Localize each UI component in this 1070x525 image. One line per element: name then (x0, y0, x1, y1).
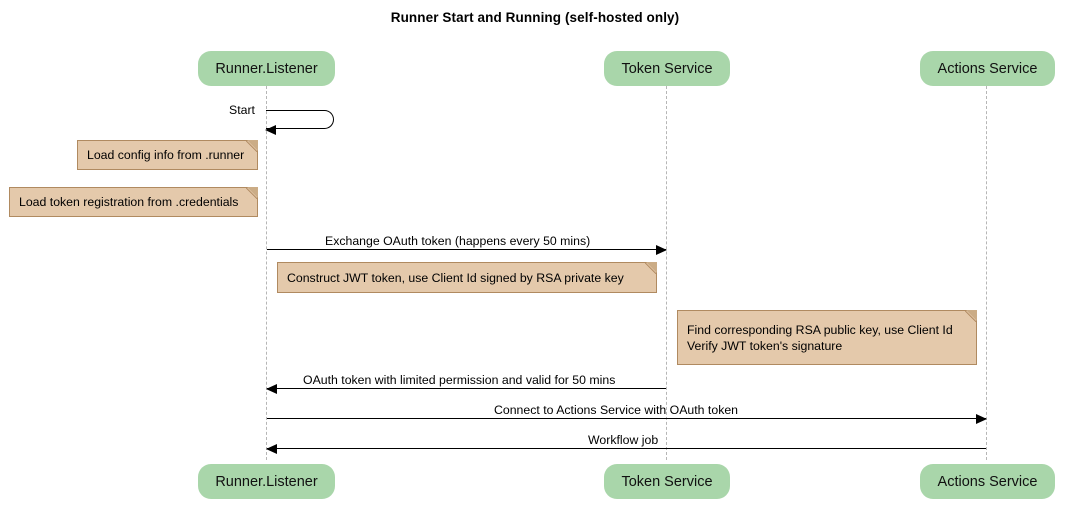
message-connect-actions (267, 414, 987, 424)
participant-label: Runner.Listener (215, 60, 318, 77)
message-label-workflow-job: Workflow job (588, 433, 659, 447)
note-load-config: Load config info from .runner (77, 140, 258, 170)
participant-actions-top[interactable]: Actions Service (920, 51, 1055, 86)
arrowhead-icon (266, 384, 277, 394)
lifeline-token (666, 86, 667, 460)
message-workflow-job (266, 444, 986, 454)
arrowhead-icon (656, 245, 667, 255)
participant-actions-bottom[interactable]: Actions Service (920, 464, 1055, 499)
participant-label: Token Service (621, 473, 713, 490)
arrowhead-icon (266, 444, 277, 454)
note-text: Construct JWT token, use Client Id signe… (287, 270, 624, 285)
participant-token-bottom[interactable]: Token Service (604, 464, 730, 499)
participant-token-top[interactable]: Token Service (604, 51, 730, 86)
participant-runner-bottom[interactable]: Runner.Listener (198, 464, 335, 499)
diagram-title: Runner Start and Running (self-hosted on… (390, 10, 680, 25)
participant-label: Runner.Listener (215, 473, 318, 490)
message-label-oauth-token-return: OAuth token with limited permission and … (303, 373, 616, 387)
message-label-start: Start (229, 103, 255, 117)
lifeline-runner (266, 86, 267, 460)
note-text: Find corresponding RSA public key, use C… (687, 322, 953, 353)
participant-runner-top[interactable]: Runner.Listener (198, 51, 335, 86)
note-verify-jwt: Find corresponding RSA public key, use C… (677, 310, 977, 365)
lifeline-actions (986, 86, 987, 460)
message-label-exchange-oauth: Exchange OAuth token (happens every 50 m… (325, 234, 591, 248)
arrowhead-icon (976, 414, 987, 424)
note-text: Load token registration from .credential… (19, 195, 239, 209)
note-load-token-registration: Load token registration from .credential… (9, 187, 258, 217)
participant-label: Token Service (621, 60, 713, 77)
message-label-connect-actions: Connect to Actions Service with OAuth to… (494, 403, 739, 417)
participant-label: Actions Service (937, 60, 1038, 77)
participant-label: Actions Service (937, 473, 1038, 490)
arrowhead-icon (265, 124, 276, 135)
message-exchange-oauth (267, 245, 667, 255)
note-fold-edge-icon (246, 187, 258, 199)
note-fold-edge-icon (965, 310, 977, 322)
note-text: Load config info from .runner (87, 148, 245, 162)
message-start-self-loop (265, 110, 334, 135)
note-fold-edge-icon (645, 262, 657, 274)
note-construct-jwt: Construct JWT token, use Client Id signe… (277, 262, 657, 293)
message-oauth-token-return (266, 384, 666, 394)
note-fold-edge-icon (246, 140, 258, 152)
